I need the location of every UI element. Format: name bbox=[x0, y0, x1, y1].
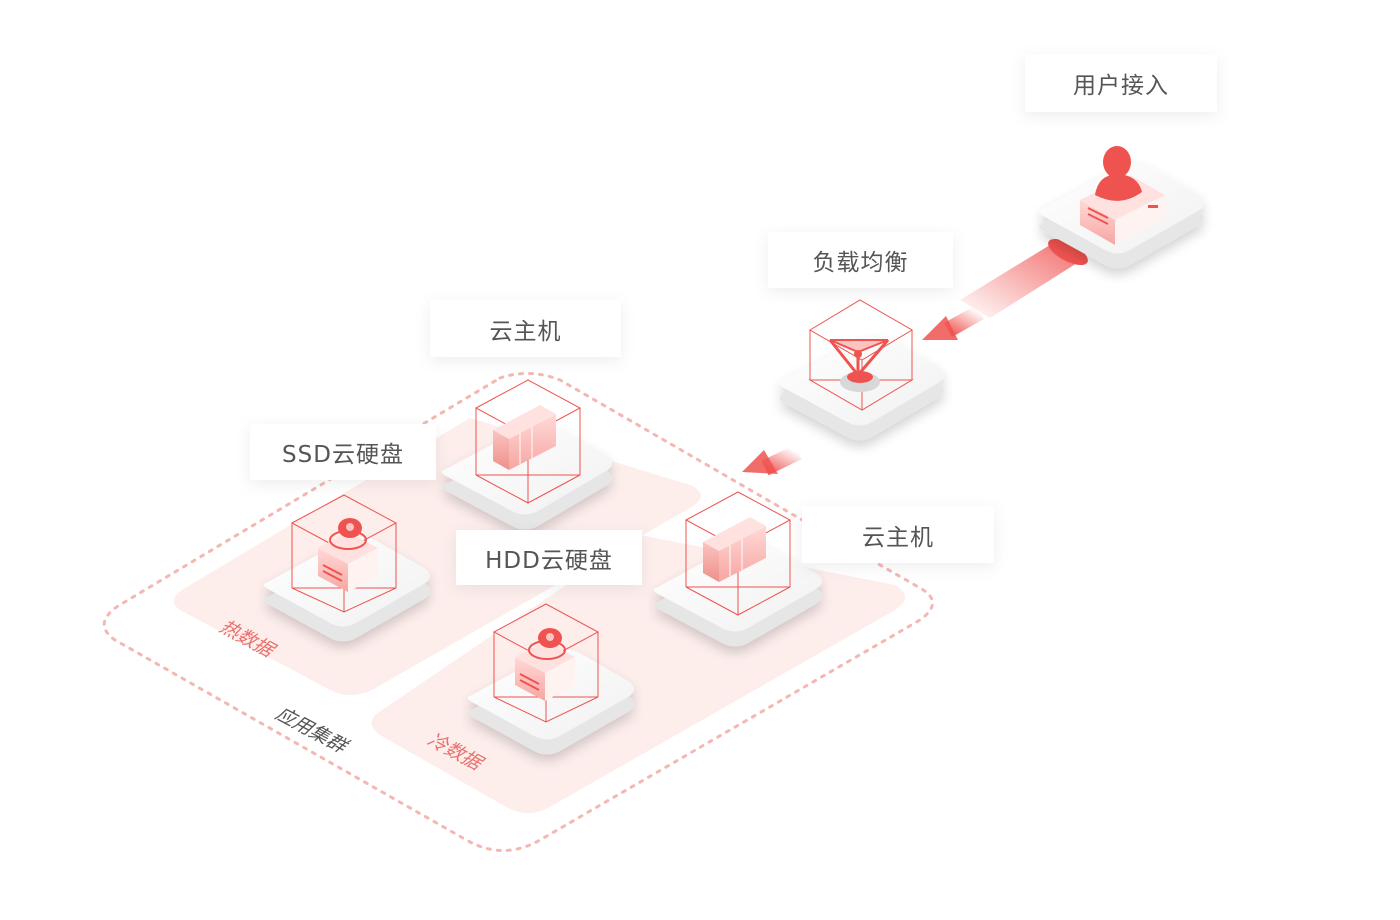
triangle-hub-icon bbox=[808, 299, 914, 411]
beam-source bbox=[1048, 238, 1088, 266]
app-cluster-region bbox=[102, 372, 934, 852]
arrow-to-load-balancer bbox=[922, 305, 984, 340]
label-ssd-disk: SSD云硬盘 bbox=[250, 424, 436, 480]
label-cloud-host-top: 云主机 bbox=[430, 300, 621, 357]
disk-drive-icon bbox=[492, 603, 600, 723]
server-rack-icon bbox=[474, 379, 582, 504]
label-user-access: 用户接入 bbox=[1025, 54, 1217, 112]
user-server-icon bbox=[1080, 146, 1165, 245]
label-load-balancer: 负载均衡 bbox=[768, 232, 953, 288]
server-rack-icon bbox=[684, 491, 792, 616]
cloud-host-top-platform bbox=[441, 423, 612, 530]
disk-drive-icon bbox=[290, 494, 398, 613]
arrow-to-cluster bbox=[742, 444, 802, 476]
label-hdd-disk: HDD云硬盘 bbox=[456, 530, 642, 585]
user-access-beam bbox=[960, 245, 1085, 318]
label-cloud-host-right: 云主机 bbox=[802, 506, 994, 563]
